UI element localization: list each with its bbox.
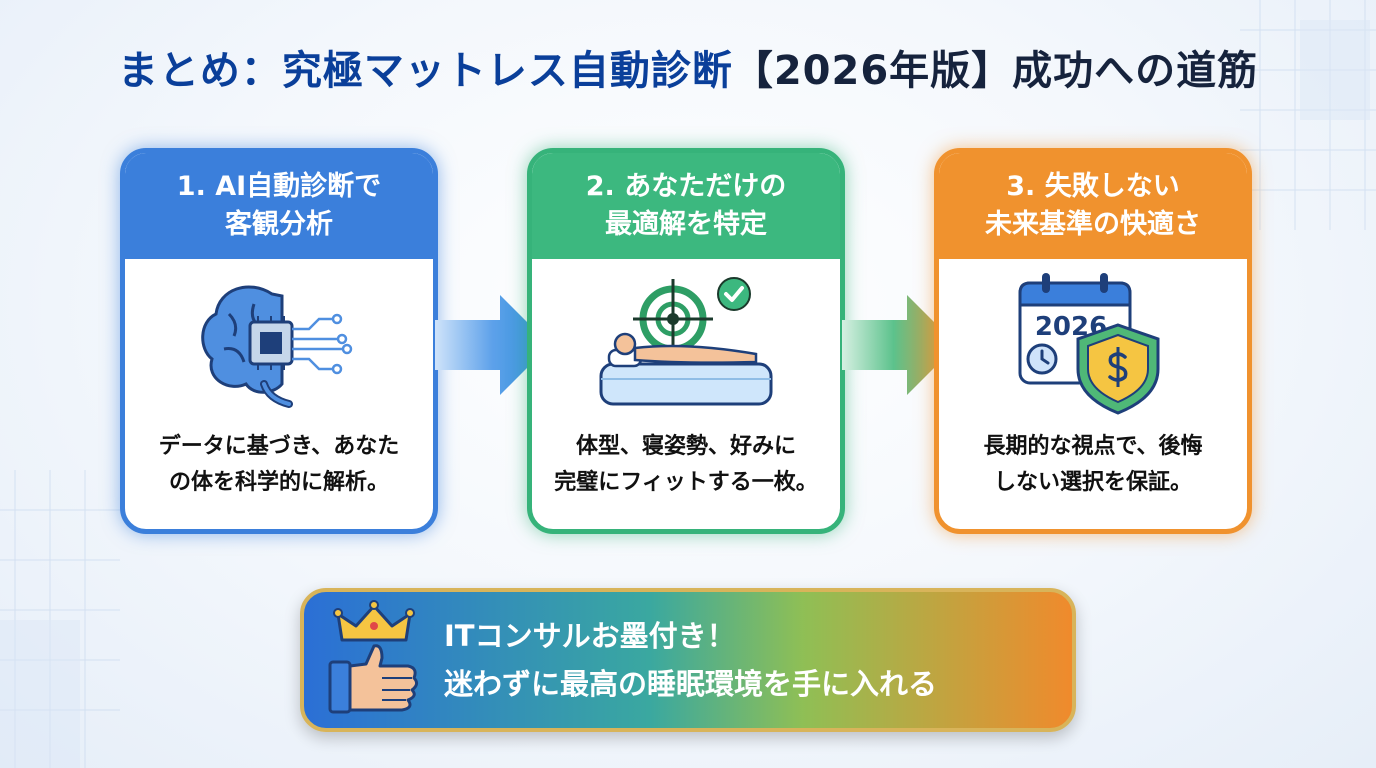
- arrow-right-icon-1: [435, 295, 550, 395]
- summary-banner: ITコンサルお墨付き！ 迷わずに最高の睡眠環境を手に入れる: [300, 588, 1076, 732]
- background-grid-bottom-left: [0, 470, 120, 768]
- step-card-3-header: 3. 失敗しない 未来基準の快適さ: [939, 153, 1247, 259]
- step-3-desc-line-1: 長期的な視点で、後悔: [983, 434, 1203, 459]
- step-card-2-header: 2. あなただけの 最適解を特定: [532, 153, 840, 259]
- target-mattress-icon: [599, 277, 773, 406]
- crown-thumbs-up-icon: [328, 600, 419, 714]
- step-1-desc-line-1: データに基づき、あなた: [158, 434, 400, 459]
- step-2-desc-line-1: 体型、寝姿勢、好みに: [575, 434, 796, 459]
- page-title: まとめ：究極マットレス自動診断【2026年版】成功への道筋: [0, 38, 1376, 96]
- step-2-desc-line-2: 完璧にフィットする一枚。: [554, 470, 818, 495]
- arrow-right-icon-2: [842, 295, 957, 395]
- brain-chip-icon: [201, 285, 353, 408]
- step-2-title-line-2: 最適解を特定: [605, 209, 767, 240]
- step-card-3: 3. 失敗しない 未来基準の快適さ 2026 長期的な視点で、後悔 しない選択を…: [934, 148, 1252, 534]
- step-card-1: 1. AI自動診断で 客観分析 データに基づき、あなた: [120, 148, 438, 534]
- step-card-2: 2. あなただけの 最適解を特定 体型、寝姿勢、好みに 完璧にフィットする一枚。: [527, 148, 845, 534]
- title-part-1: まとめ：究極マットレス自動診断: [117, 48, 733, 94]
- title-part-2: 【2026年版】成功への道筋: [732, 48, 1259, 94]
- step-3-title-line-1: 3. 失敗しない: [1006, 171, 1180, 202]
- step-1-title-line-1: 1. AI自動診断で: [176, 171, 382, 202]
- background-grid-top-right: [1240, 0, 1376, 230]
- banner-line-2: 迷わずに最高の睡眠環境を手に入れる: [444, 667, 938, 701]
- banner-line-1: ITコンサルお墨付き！: [444, 619, 736, 653]
- step-card-1-header: 1. AI自動診断で 客観分析: [125, 153, 433, 259]
- step-1-title-line-2: 客観分析: [225, 209, 333, 240]
- calendar-shield-icon: 2026: [1018, 273, 1160, 415]
- step-3-desc-line-2: しない選択を保証。: [993, 470, 1192, 495]
- step-2-title-line-1: 2. あなただけの: [585, 171, 787, 202]
- step-3-title-line-2: 未来基準の快適さ: [985, 209, 1201, 240]
- step-1-desc-line-2: の体を科学的に解析。: [168, 470, 389, 495]
